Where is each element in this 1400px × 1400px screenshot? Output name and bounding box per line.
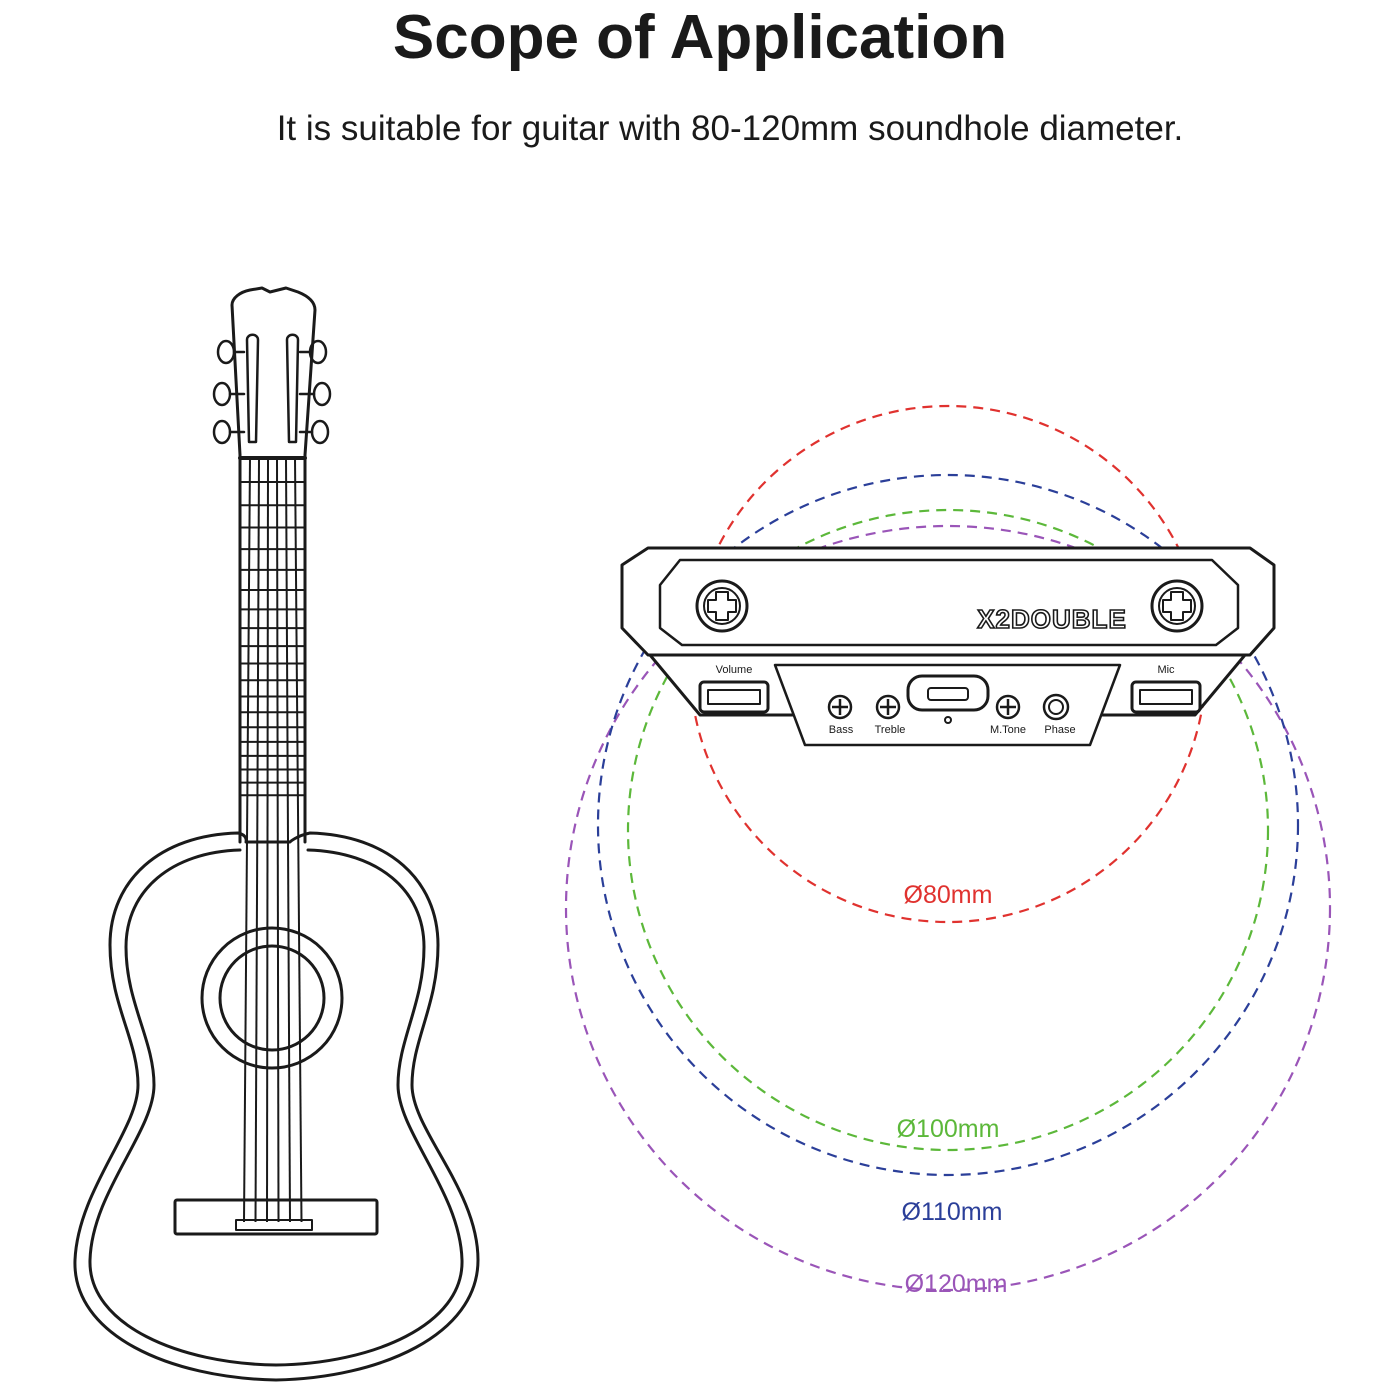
- screw-right-icon: [1150, 579, 1204, 633]
- guitar-string: [276, 457, 280, 1223]
- guitar-illustration: [73, 286, 480, 1382]
- circle-110mm: [596, 473, 1300, 1177]
- mic-label: Mic: [1157, 664, 1175, 676]
- label-120mm: Ø120mm: [905, 1270, 1008, 1298]
- label-100mm: Ø100mm: [897, 1115, 1000, 1143]
- guitar-bridge: [173, 1198, 379, 1236]
- soundhole-size-circles: [564, 404, 1332, 1292]
- circle-100mm: [626, 508, 1270, 1152]
- label-110mm: Ø110mm: [902, 1198, 1003, 1226]
- pickup-brand-text: X2DOUBLE: [977, 604, 1127, 634]
- guitar-soundhole: [218, 944, 326, 1052]
- guitar-tuners-left: [212, 339, 246, 445]
- guitar-tuners-right: [298, 339, 332, 445]
- phase-label: Phase: [1044, 724, 1075, 736]
- label-80mm: Ø80mm: [904, 881, 993, 909]
- page-title: Scope of Application: [392, 3, 1008, 72]
- bass-knob-icon: [827, 694, 853, 720]
- mtone-label: M.Tone: [990, 724, 1026, 736]
- screw-left-icon: [695, 579, 749, 633]
- guitar-string: [254, 457, 260, 1223]
- guitar-strings: [243, 457, 303, 1223]
- mic-wheel: [1130, 680, 1202, 714]
- guitar-string: [285, 457, 291, 1223]
- guitar-frets: [240, 481, 305, 797]
- circle-120mm: [564, 524, 1332, 1292]
- bass-label: Bass: [829, 724, 854, 736]
- guitar-saddle: [235, 1219, 313, 1231]
- usb-port-icon: [906, 674, 990, 724]
- mtone-knob-icon: [995, 694, 1021, 720]
- volume-wheel: [698, 680, 770, 714]
- treble-label: Treble: [875, 724, 906, 736]
- page-subtitle: It is suitable for guitar with 80-120mm …: [276, 109, 1184, 148]
- phase-button-icon: [1042, 693, 1070, 721]
- guitar-string: [294, 457, 303, 1223]
- guitar-body-outline: [73, 831, 480, 1382]
- guitar-string: [266, 457, 269, 1223]
- guitar-body-binding: [88, 848, 464, 1367]
- pickup-device: [620, 546, 1276, 747]
- guitar-headstock: [230, 286, 317, 457]
- volume-label: Volume: [716, 664, 753, 676]
- guitar-rosette-outer: [200, 926, 344, 1070]
- guitar-string: [243, 457, 251, 1223]
- treble-knob-icon: [875, 694, 901, 720]
